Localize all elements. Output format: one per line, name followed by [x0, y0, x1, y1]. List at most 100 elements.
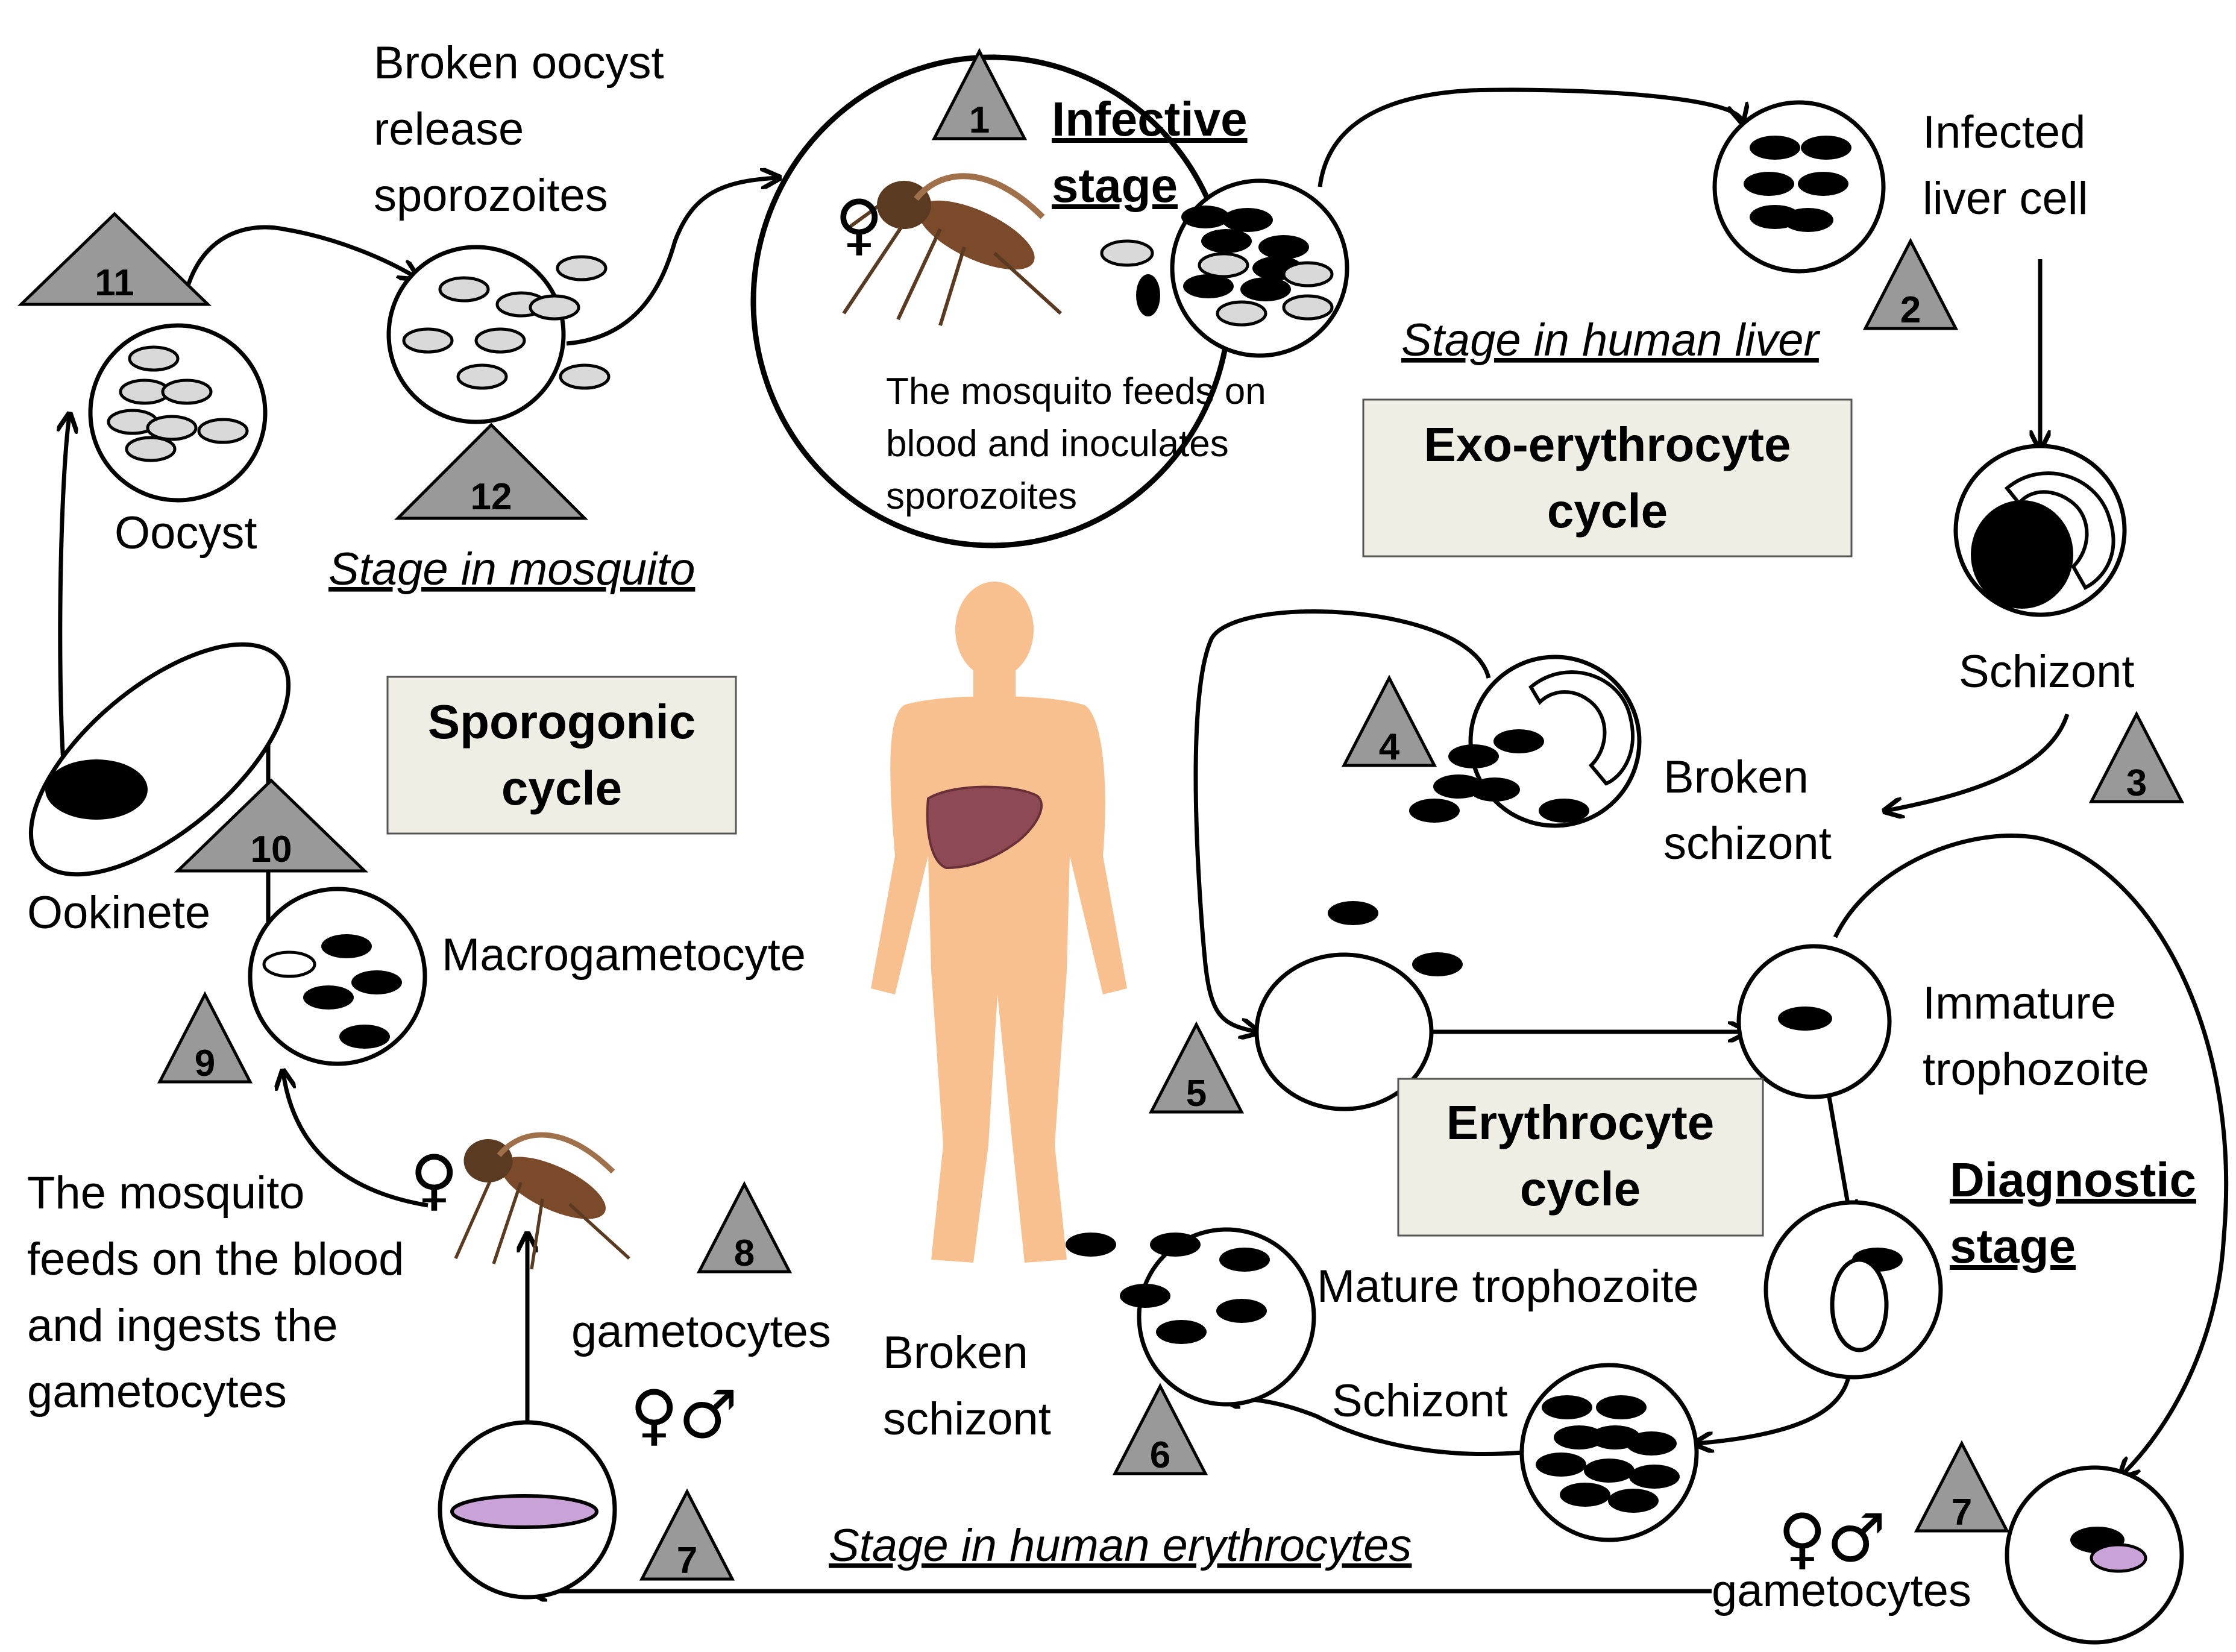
svg-text:1: 1	[969, 99, 990, 141]
svg-text:sporozoites: sporozoites	[886, 476, 1077, 517]
svg-text:Sporogonic: Sporogonic	[428, 695, 696, 749]
svg-text:cycle: cycle	[1520, 1162, 1641, 1216]
svg-text:Exo-erythrocyte: Exo-erythrocyte	[1424, 418, 1791, 471]
macrogametocyte-parts	[262, 934, 402, 1049]
step-5-triangle: 5	[1148, 1021, 1245, 1114]
arrow-broken-oocyst-to-infective	[566, 178, 777, 346]
macrogametocyte-label: Macrogametocyte	[442, 929, 806, 981]
arrow-schizont-to-broken-schizont	[1886, 713, 2070, 811]
immature-trophozoite-label: Immature trophozoite	[1923, 978, 2149, 1095]
svg-text:8: 8	[734, 1233, 755, 1274]
svg-text:The mosquito: The mosquito	[27, 1167, 304, 1219]
svg-text:sporozoites: sporozoites	[374, 170, 608, 221]
stage-in-mosquito-label: Stage in mosquito	[328, 544, 695, 595]
svg-text:Infected: Infected	[1923, 107, 2085, 158]
svg-text:10: 10	[251, 829, 292, 870]
stage-in-human-erythrocytes-label: Stage in human erythrocytes	[829, 1520, 1412, 1571]
svg-text:2: 2	[1900, 289, 1921, 331]
liver-schizont-nucleus	[1971, 500, 2073, 609]
broken-schizont-right-crescent	[1528, 670, 1635, 786]
liver-schizont-crescent	[2004, 471, 2115, 590]
ookinete-label: Ookinete	[27, 887, 210, 938]
step-12-triangle: 12	[394, 422, 589, 520]
svg-text:blood and inoculates: blood and inoculates	[886, 423, 1229, 465]
gametocytes-right-label: gametocytes	[1712, 1565, 1971, 1616]
merozoite	[1412, 952, 1463, 976]
broken-schizont-bottom-merozoites	[1066, 1233, 1270, 1344]
svg-text:Broken oocyst: Broken oocyst	[374, 37, 664, 89]
step-2-triangle: 2	[1862, 237, 1959, 331]
svg-text:5: 5	[1186, 1073, 1207, 1114]
step-1-triangle: 1	[931, 48, 1028, 141]
svg-text:stage: stage	[1052, 159, 1178, 212]
mosquito-top-icon	[842, 173, 1063, 326]
arrow-broken-schizont-to-rbc	[1193, 609, 1491, 1032]
svg-text:Broken: Broken	[883, 1327, 1028, 1378]
step-7-triangle-left: 7	[639, 1488, 735, 1581]
step-4-triangle: 4	[1341, 674, 1437, 768]
sporozoites-in-cell	[1181, 206, 1334, 327]
schizont-bottom-merozoites	[1536, 1395, 1680, 1513]
arrow-immature-to-gametocyte	[1833, 834, 2229, 1475]
broken-schizont-right-label: Broken schizont	[1663, 752, 1832, 869]
step-9-triangle: 9	[157, 991, 253, 1084]
female-symbol-bottom: ♀	[410, 1141, 459, 1218]
svg-text:feeds on the blood: feeds on the blood	[27, 1234, 404, 1285]
schizont-right-label: Schizont	[1959, 646, 2135, 697]
infective-stage-label: Infective stage	[1052, 92, 1248, 212]
arrow-mosquito-to-macrogametocyte	[283, 1073, 429, 1208]
svg-text:Infective: Infective	[1052, 92, 1248, 146]
svg-text:7: 7	[677, 1540, 697, 1581]
erythrocyte-cycle-box: Erythrocyte cycle	[1397, 1078, 1764, 1237]
svg-text:trophozoite: trophozoite	[1923, 1044, 2149, 1095]
svg-text:stage: stage	[1950, 1219, 2076, 1273]
mosquito-ingests-label: The mosquito feeds on the blood and inge…	[27, 1167, 404, 1418]
arrow-mature-to-schizont	[1697, 1361, 1853, 1443]
svg-text:liver cell: liver cell	[1923, 173, 2088, 224]
red-blood-cell	[1254, 952, 1434, 1111]
step-3-triangle: 3	[2088, 711, 2185, 804]
arrow-ookinete-to-oocyst	[60, 416, 69, 763]
immature-trophozoite-ring	[1778, 1007, 1832, 1031]
svg-text:release: release	[374, 104, 524, 155]
macrogametocyte-cell	[248, 887, 427, 1066]
broken-schizont-bottom-label: Broken schizont	[883, 1327, 1051, 1445]
mature-trophozoite-ring	[1830, 1257, 1889, 1352]
sporozoite-dark	[1136, 274, 1160, 316]
svg-text:Diagnostic: Diagnostic	[1950, 1153, 2196, 1207]
stage-in-human-liver-label: Stage in human liver	[1401, 315, 1821, 366]
broken-oocyst-label: Broken oocyst release sporozoites	[374, 37, 664, 221]
svg-text:Erythrocyte: Erythrocyte	[1446, 1096, 1715, 1149]
oocyst-sporozoites	[107, 345, 249, 462]
svg-text:The mosquito feeds on: The mosquito feeds on	[886, 371, 1266, 412]
exo-erythrocyte-cycle-box: Exo-erythrocyte cycle	[1362, 398, 1853, 557]
step-10-triangle: 10	[174, 778, 369, 873]
gametocyte-purple-left	[450, 1494, 598, 1529]
svg-text:Broken: Broken	[1663, 752, 1809, 803]
svg-text:Immature: Immature	[1923, 978, 2116, 1029]
female-symbol-top: ♀	[835, 186, 884, 263]
ookinete-nucleus	[45, 759, 148, 820]
svg-text:and ingests the: and ingests the	[27, 1300, 338, 1351]
svg-text:4: 4	[1379, 726, 1400, 768]
svg-text:cycle: cycle	[1547, 484, 1668, 538]
liver-parasites	[1744, 136, 1851, 232]
schizont-bottom-label: Schizont	[1332, 1375, 1508, 1427]
step-8-triangle: 8	[696, 1181, 793, 1274]
gametocytes-left-label: gametocytes	[571, 1306, 831, 1357]
infected-liver-cell-label: Infected liver cell	[1923, 107, 2088, 224]
step-11-triangle: 11	[17, 212, 212, 306]
arrow-immature-to-mature	[1827, 1096, 1850, 1217]
sporozoite	[1100, 239, 1154, 267]
svg-text:7: 7	[1952, 1492, 1972, 1533]
gametocyte-purple	[2090, 1543, 2147, 1573]
human-figure-icon	[871, 582, 1127, 1263]
sporogonic-cycle-box: Sporogonic cycle	[386, 676, 737, 835]
oocyst-label: Oocyst	[115, 507, 257, 559]
diagnostic-stage-label: Diagnostic stage	[1950, 1153, 2196, 1273]
cycle-arrows	[60, 87, 2229, 1591]
svg-text:9: 9	[195, 1043, 215, 1084]
svg-text:6: 6	[1150, 1434, 1170, 1476]
mosquito-bottom-icon	[454, 1132, 630, 1270]
